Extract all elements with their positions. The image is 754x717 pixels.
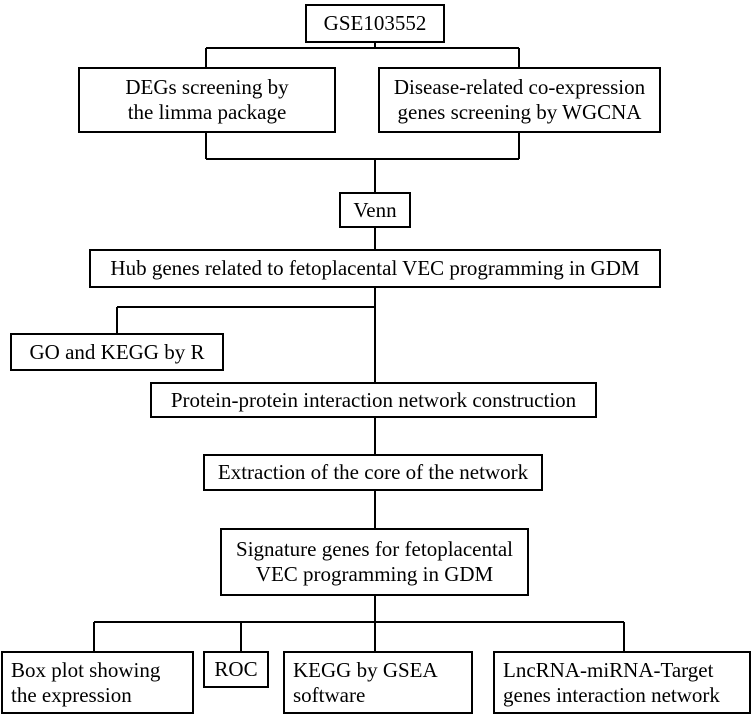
venn-box: Venn [339, 192, 411, 228]
lncrna-network-box: LncRNA-miRNA-Target genes interaction ne… [493, 651, 751, 714]
degs-screening-line-1: DEGs screening by [125, 75, 289, 99]
wgcna-screening-box: Disease-related co-expression genes scre… [378, 67, 661, 133]
wgcna-screening-line-2: genes screening by WGCNA [397, 100, 642, 124]
ppi-network-box: Protein-protein interaction network cons… [150, 382, 597, 418]
go-kegg-label: GO and KEGG by R [29, 339, 205, 364]
box-plot-box: Box plot showing the expression [1, 651, 194, 714]
degs-screening-box: DEGs screening by the limma package [78, 67, 336, 133]
wgcna-screening-line-1: Disease-related co-expression [393, 75, 646, 99]
degs-screening-line-2: the limma package [127, 100, 287, 124]
go-kegg-box: GO and KEGG by R [10, 333, 224, 371]
roc-label: ROC [214, 657, 258, 681]
venn-label: Venn [353, 197, 397, 222]
hub-genes-label: Hub genes related to fetoplacental VEC p… [110, 256, 640, 280]
source-dataset-label: GSE103552 [323, 11, 427, 35]
signature-genes-line-2: VEC programming in GDM [255, 562, 494, 586]
box-plot-line-1: Box plot showing [11, 657, 161, 682]
signature-genes-box: Signature genes for fetoplacental VEC pr… [220, 528, 529, 596]
kegg-gsea-line-2: software [293, 682, 366, 707]
network-core-label: Extraction of the core of the network [217, 460, 529, 484]
hub-genes-box: Hub genes related to fetoplacental VEC p… [89, 249, 661, 288]
box-plot-line-2: the expression [11, 682, 132, 707]
kegg-gsea-line-1: KEGG by GSEA [293, 657, 438, 682]
lncrna-network-line-2: genes interaction network [503, 682, 720, 707]
source-dataset-box: GSE103552 [305, 4, 445, 43]
lncrna-network-line-1: LncRNA-miRNA-Target [503, 657, 714, 682]
ppi-network-label: Protein-protein interaction network cons… [170, 387, 577, 412]
network-core-box: Extraction of the core of the network [203, 454, 543, 491]
kegg-gsea-box: KEGG by GSEA software [283, 651, 473, 714]
roc-box: ROC [203, 651, 269, 688]
signature-genes-line-1: Signature genes for fetoplacental [236, 537, 513, 561]
